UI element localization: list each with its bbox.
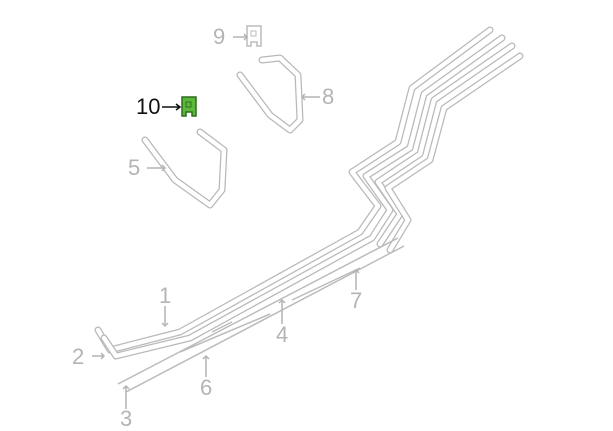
part-5-hose[interactable] bbox=[141, 128, 228, 209]
main-line-bundle[interactable] bbox=[94, 26, 524, 393]
part-10-clip[interactable] bbox=[181, 96, 197, 117]
callout-6[interactable]: 6 bbox=[200, 375, 213, 400]
callout-4[interactable]: 4 bbox=[276, 322, 289, 347]
callout-3[interactable]: 3 bbox=[120, 406, 133, 431]
part-9-clip[interactable] bbox=[246, 25, 262, 47]
callout-1[interactable]: 1 bbox=[159, 283, 172, 308]
callout-arrows bbox=[92, 33, 360, 409]
callout-2[interactable]: 2 bbox=[72, 344, 85, 369]
callout-8[interactable]: 8 bbox=[322, 84, 335, 109]
callout-9[interactable]: 9 bbox=[213, 24, 226, 49]
callout-5[interactable]: 5 bbox=[128, 155, 141, 180]
callout-10[interactable]: 10 bbox=[136, 94, 161, 119]
part-8-hose[interactable] bbox=[236, 54, 304, 134]
callout-7[interactable]: 7 bbox=[350, 288, 363, 313]
